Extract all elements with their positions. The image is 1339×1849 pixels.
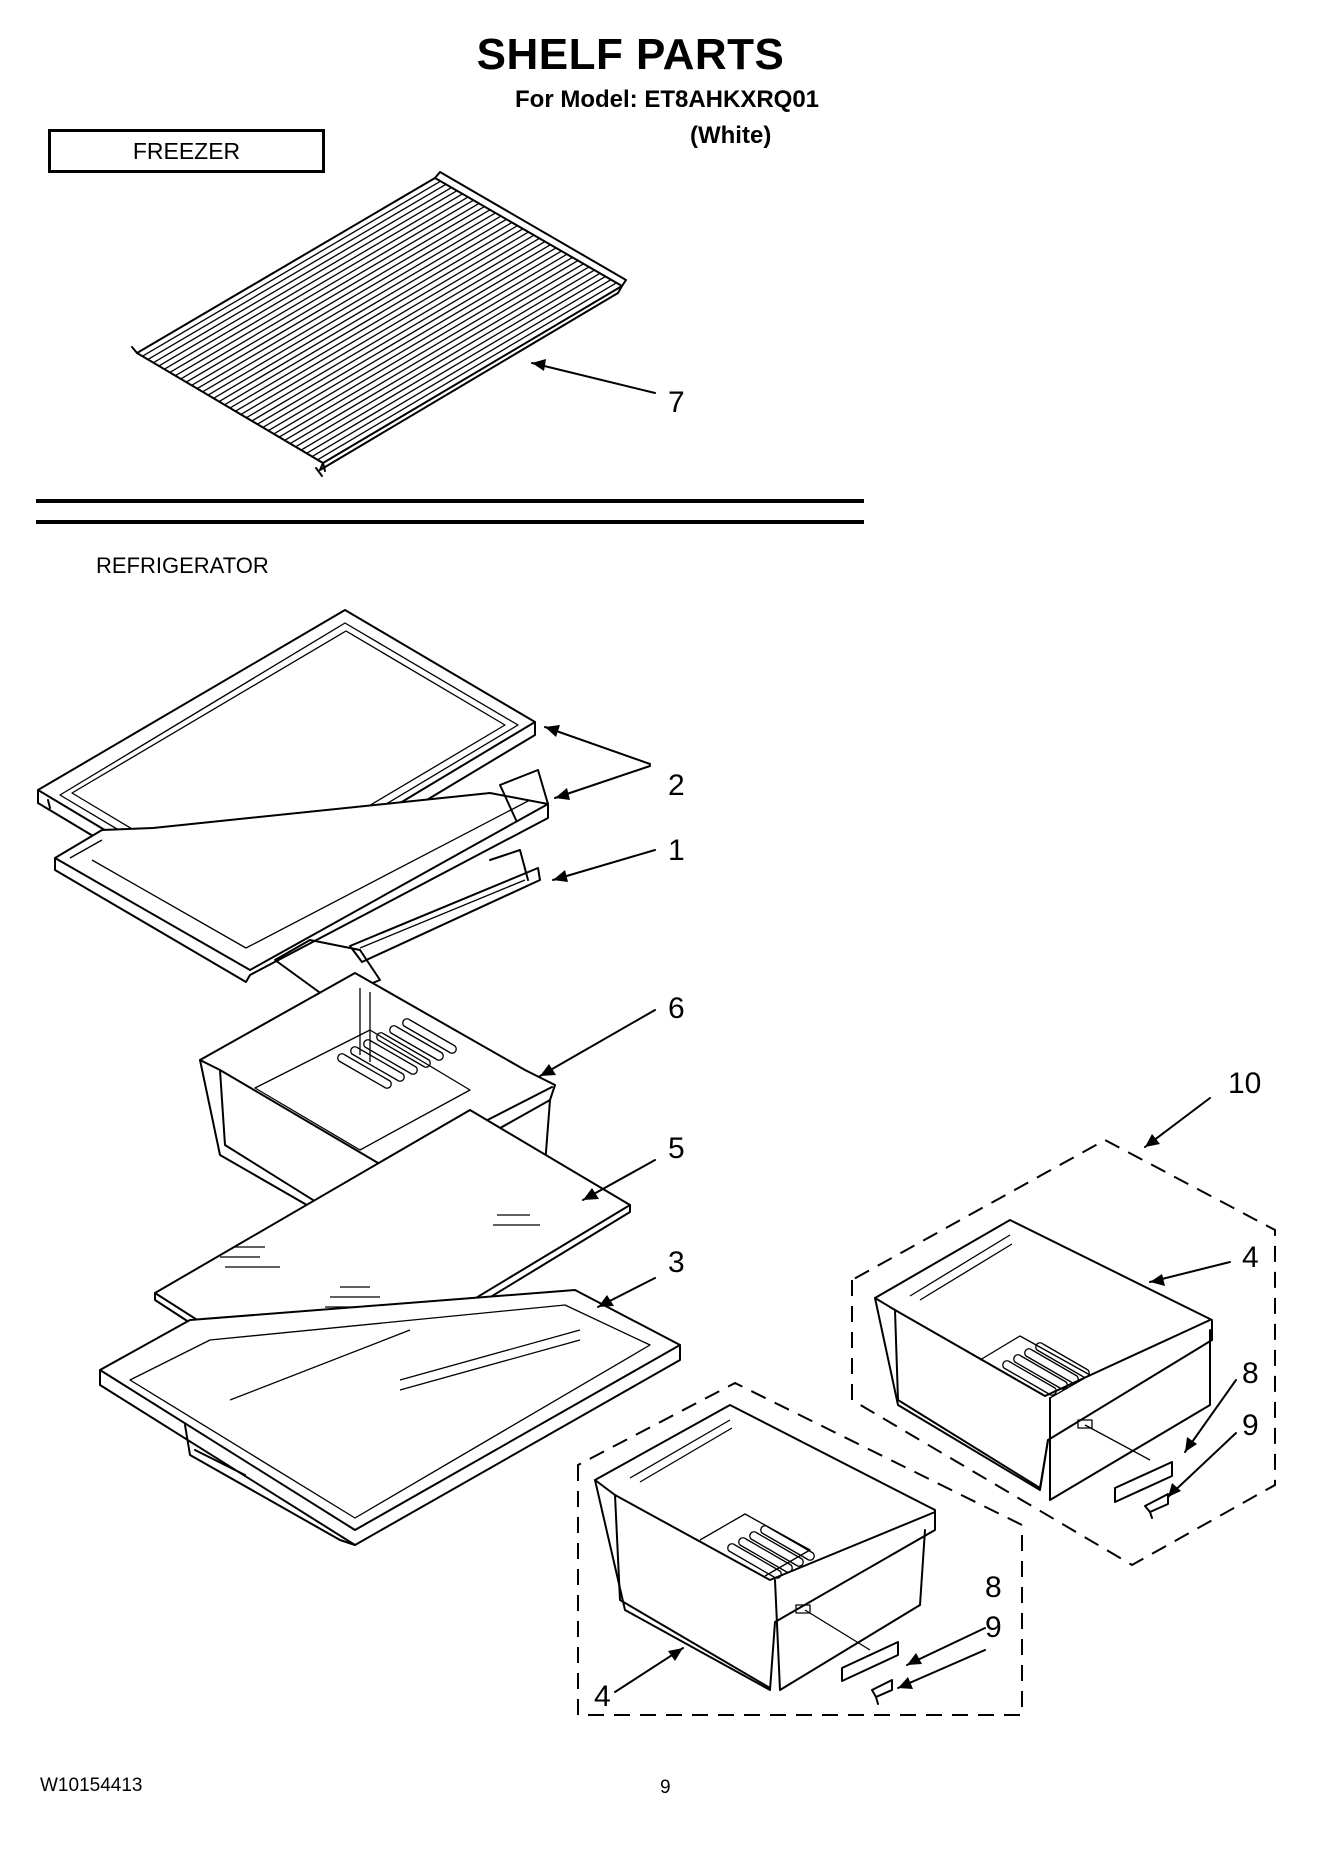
callout-10: 10 <box>1228 1067 1261 1100</box>
shelf-wire <box>300 272 601 451</box>
callout-4a: 4 <box>1242 1241 1259 1274</box>
callout-5: 5 <box>668 1132 685 1165</box>
shelf-wire <box>311 279 612 458</box>
callout-2: 2 <box>668 769 685 802</box>
drawer-slot <box>727 1543 782 1579</box>
shelf-wire <box>169 196 469 373</box>
shelf-wire <box>174 199 474 377</box>
shelf-wire <box>317 282 617 461</box>
shelf-wire <box>142 180 441 357</box>
leader-arrows <box>531 359 1237 1693</box>
drawer-slot <box>376 1032 431 1068</box>
drawer-slot <box>760 1525 815 1561</box>
shelf-wire <box>246 240 546 419</box>
drawer-slot <box>337 1053 392 1089</box>
shelf-wire <box>229 231 529 409</box>
drawer-slot <box>738 1537 793 1573</box>
shelf-wire <box>207 218 507 396</box>
crisper-cover-frame <box>99 1289 681 1546</box>
shelf-wire <box>224 228 524 406</box>
callout-6: 6 <box>668 992 685 1025</box>
drawer-slot <box>1013 1354 1068 1390</box>
page-title: SHELF PARTS <box>476 30 785 79</box>
shelf-wire <box>278 260 579 438</box>
shelf-wire <box>185 206 485 383</box>
shelf-wire <box>235 234 535 412</box>
shelf-wire <box>267 253 568 432</box>
shelf-wire <box>180 202 480 380</box>
shelf-wire <box>306 275 606 454</box>
shelf-wire <box>257 247 557 425</box>
shelf-wire <box>158 190 458 367</box>
shelf-wire <box>202 215 502 393</box>
shelf-frame-lower <box>54 769 549 1001</box>
model-color: (White) <box>690 122 772 149</box>
shelf-wire <box>147 183 447 361</box>
shelf-wire <box>153 186 452 364</box>
shelf-wire <box>191 209 491 386</box>
drawer-slot <box>1002 1360 1057 1396</box>
callout-8b: 8 <box>985 1571 1002 1604</box>
shelf-wire <box>164 193 463 370</box>
callout-1: 1 <box>668 834 685 867</box>
callout-7: 7 <box>668 386 685 419</box>
shelf-wire <box>251 244 551 422</box>
refrigerator-section-label: REFRIGERATOR <box>96 553 269 578</box>
callout-8a: 8 <box>1242 1357 1259 1390</box>
drawer-slot <box>389 1025 444 1061</box>
drawer-kit-upper <box>851 1138 1276 1567</box>
section-divider-top <box>36 499 864 503</box>
callout-3: 3 <box>668 1246 685 1279</box>
shelf-wire <box>295 269 595 448</box>
page-number: 9 <box>660 1777 671 1798</box>
freezer-wire-shelf <box>131 171 627 477</box>
callout-9a: 9 <box>1242 1409 1259 1442</box>
drawer-slot <box>402 1018 457 1054</box>
section-divider-bottom <box>36 520 864 524</box>
callout-9b: 9 <box>985 1611 1002 1644</box>
drawer-slot <box>350 1046 405 1082</box>
document-number: W10154413 <box>40 1775 143 1796</box>
shelf-wire <box>273 256 573 435</box>
callout-4b: 4 <box>594 1680 611 1713</box>
shelf-wire <box>218 225 518 403</box>
drawer-slot <box>363 1039 418 1075</box>
drawer-slot <box>1035 1342 1090 1378</box>
shelf-wire <box>289 266 590 445</box>
model-number: For Model: ET8AHKXRQ01 <box>515 86 820 113</box>
drawer-slot <box>749 1531 804 1567</box>
freezer-section-label: FREEZER <box>48 129 325 173</box>
drawer-kit-lower <box>577 1381 1023 1716</box>
drawer-slot <box>1024 1348 1079 1384</box>
shelf-wire <box>213 221 513 399</box>
shelf-wire <box>262 250 562 428</box>
shelf-wire <box>196 212 496 390</box>
callout-labels: 7 2 1 6 5 3 10 4 8 9 8 9 4 <box>594 386 1261 1713</box>
shelf-wire <box>284 263 584 441</box>
shelf-wire <box>240 237 540 416</box>
